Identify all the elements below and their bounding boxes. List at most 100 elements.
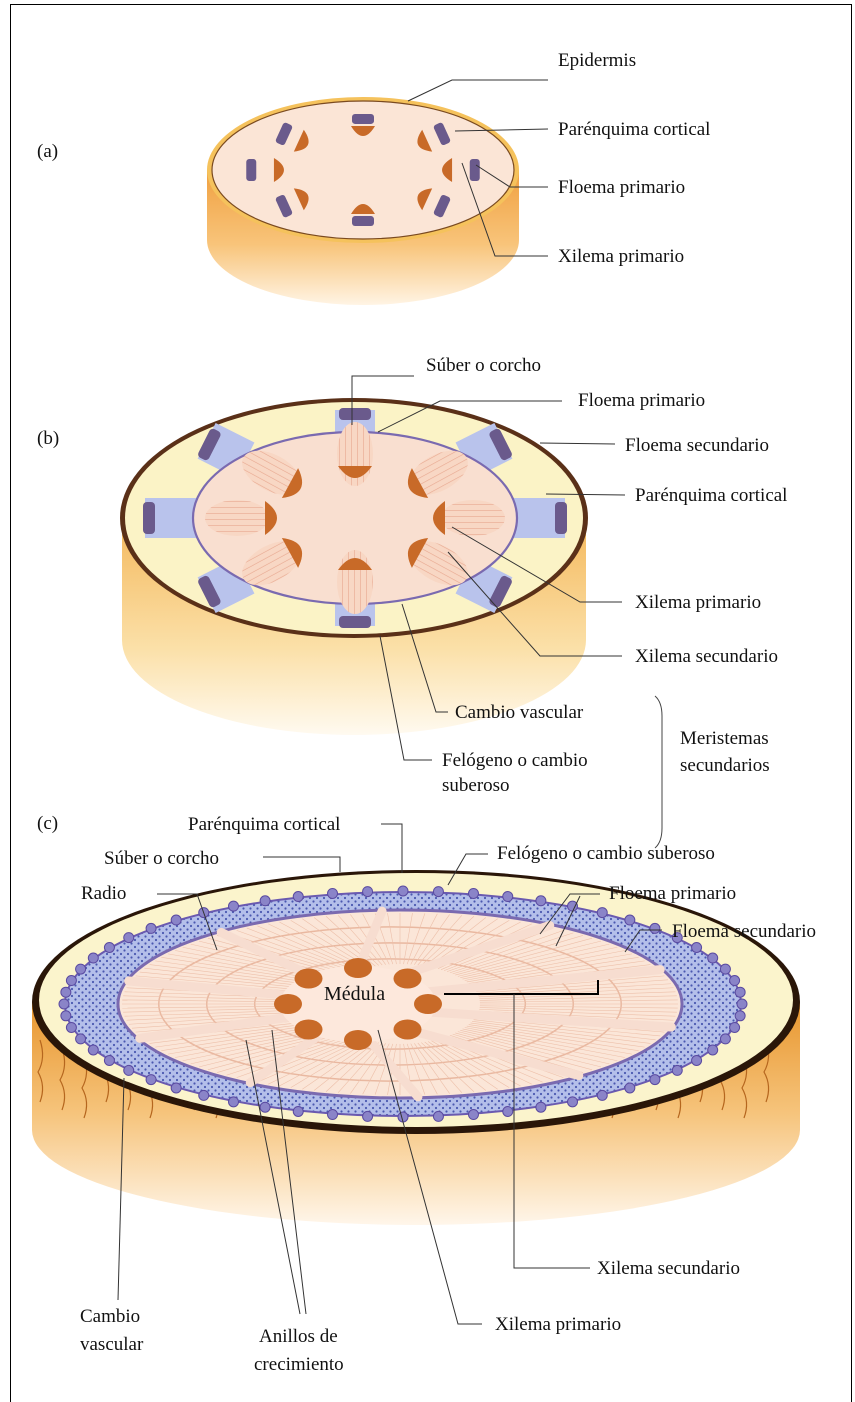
secondary-xylem-fan-b <box>441 500 505 536</box>
label-cambio-c-1: Cambio <box>80 1306 140 1327</box>
label-xilema-primario-c: Xilema primario <box>495 1314 621 1335</box>
phloem-bump <box>568 901 578 911</box>
phloem-bump <box>625 1083 635 1093</box>
primary-xylem-blob <box>295 1019 323 1039</box>
phloem-bump <box>730 976 740 986</box>
secondary-xylem-fan-b <box>205 500 269 536</box>
phloem-bump <box>650 1075 660 1085</box>
phloem-bump <box>708 1045 718 1055</box>
phloem-band-b <box>339 408 371 420</box>
label-xilema-primario-b: Xilema primario <box>635 592 761 613</box>
label-cambio-c-2: vascular <box>80 1334 144 1355</box>
label-felogeno-b-2: suberoso <box>442 775 510 796</box>
phloem-bump <box>66 976 76 986</box>
label-cortical-c: Parénquima cortical <box>188 814 340 835</box>
phloem-bump <box>692 943 702 953</box>
phloem-bump <box>363 1111 373 1121</box>
label-cortical-b: Parénquima cortical <box>635 485 787 506</box>
phloem-bump <box>328 1110 338 1120</box>
phloem-bump <box>625 915 635 925</box>
label-xilema-secundario-c: Xilema secundario <box>597 1258 740 1279</box>
phloem-bump <box>171 1083 181 1093</box>
phloem-bump <box>737 999 747 1009</box>
label-floema-primario-c: Floema primario <box>609 883 736 904</box>
phloem-bump <box>59 999 69 1009</box>
phloem-bump <box>229 901 239 911</box>
primary-xylem-blob <box>414 994 442 1014</box>
phloem-bump <box>708 953 718 963</box>
phloem-bump <box>76 1034 86 1044</box>
phloem-band-a <box>352 114 374 124</box>
phloem-band-b <box>339 616 371 628</box>
phloem-bump <box>124 933 134 943</box>
phloem-bump <box>398 886 408 896</box>
phloem-bump <box>468 1110 478 1120</box>
phloem-bump <box>171 915 181 925</box>
label-floema-primario-b: Floema primario <box>578 390 705 411</box>
phloem-bump <box>61 1011 71 1021</box>
leader-suber-c <box>263 857 340 872</box>
panel-c: (c) Parénquima cortical Súber o corcho F… <box>32 813 816 1375</box>
phloem-bump <box>363 887 373 897</box>
phloem-bump <box>503 1106 513 1116</box>
leader-epidermis-a <box>408 80 548 101</box>
phloem-bump <box>293 892 303 902</box>
primary-xylem-blob <box>295 969 323 989</box>
phloem-bump <box>568 1097 578 1107</box>
phloem-bump <box>503 892 513 902</box>
phloem-bump <box>735 987 745 997</box>
label-suber-c: Súber o corcho <box>104 848 219 869</box>
phloem-bump <box>536 1102 546 1112</box>
phloem-bump <box>66 1022 76 1032</box>
phloem-bump <box>293 1106 303 1116</box>
phloem-bump <box>76 964 86 974</box>
label-radio-c: Radio <box>81 883 126 904</box>
label-felogeno-b-1: Felógeno o cambio <box>442 750 588 771</box>
label-cortical-a: Parénquima cortical <box>558 119 710 140</box>
label-anillos-c-2: crecimiento <box>254 1354 344 1375</box>
phloem-bump <box>229 1097 239 1107</box>
phloem-band-a <box>470 159 480 181</box>
primary-xylem-blob <box>344 958 372 978</box>
leader-cortical-c <box>381 824 402 873</box>
label-felogeno-c: Felógeno o cambio suberoso <box>497 843 715 864</box>
phloem-bump <box>328 888 338 898</box>
phloem-bump <box>597 908 607 918</box>
phloem-bump <box>650 923 660 933</box>
panel-a: (a) Epidermis Parénquima cortical Floema… <box>37 50 710 305</box>
phloem-bump <box>720 964 730 974</box>
phloem-bump <box>146 1075 156 1085</box>
phloem-bump <box>199 1090 209 1100</box>
phloem-bump <box>597 1090 607 1100</box>
label-epidermis-a: Epidermis <box>558 50 636 71</box>
label-xilema-secundario-b: Xilema secundario <box>635 646 778 667</box>
phloem-bump <box>88 953 98 963</box>
primary-xylem-blob <box>344 1030 372 1050</box>
panel-b: (b) Súber o corcho Floema primario Floem… <box>37 355 787 848</box>
label-floema-primario-a: Floema primario <box>558 177 685 198</box>
meristems-bracket <box>655 696 662 848</box>
label-xilema-primario-a: Xilema primario <box>558 246 684 267</box>
phloem-bump <box>104 1056 114 1066</box>
panel-c-tag: (c) <box>37 813 58 834</box>
phloem-bump <box>61 987 71 997</box>
label-floema-secundario-c: Floema secundario <box>672 921 816 942</box>
phloem-bump <box>104 943 114 953</box>
label-floema-secundario-b: Floema secundario <box>625 435 769 456</box>
label-anillos-c-1: Anillos de <box>259 1326 338 1347</box>
phloem-bump <box>730 1022 740 1032</box>
phloem-band-b <box>143 502 155 534</box>
primary-xylem-blob <box>393 1019 421 1039</box>
label-suber-b: Súber o corcho <box>426 355 541 376</box>
phloem-bump <box>672 1065 682 1075</box>
phloem-bump <box>146 923 156 933</box>
label-meristemas-1: Meristemas <box>680 728 769 749</box>
phloem-bump <box>692 1056 702 1066</box>
phloem-bump <box>124 1065 134 1075</box>
phloem-bump <box>433 1111 443 1121</box>
phloem-bump <box>260 1102 270 1112</box>
phloem-bump <box>260 896 270 906</box>
phloem-band-a <box>352 216 374 226</box>
